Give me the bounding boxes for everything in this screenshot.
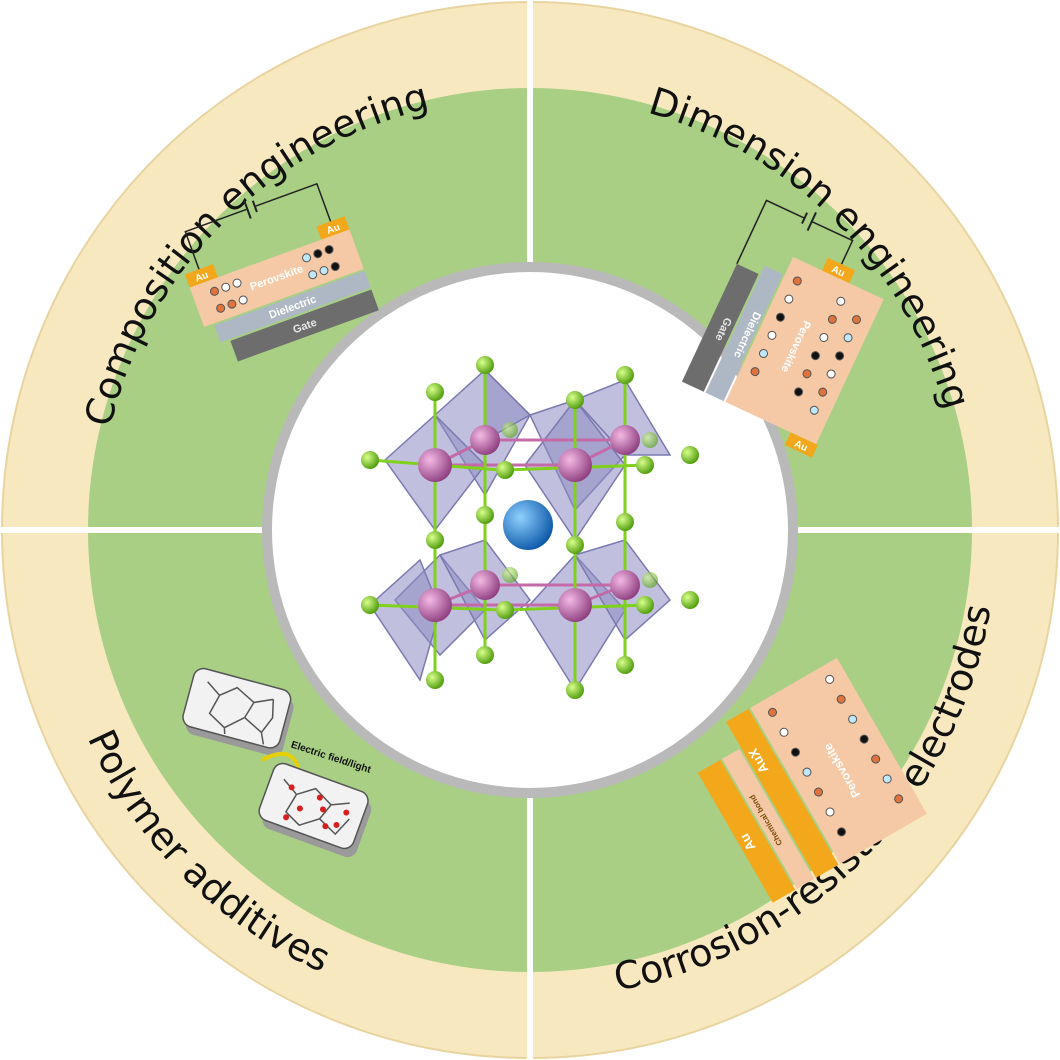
- x-site-atoms: [361, 356, 699, 699]
- grain-film-after: [258, 762, 372, 858]
- au-electrode-left: [184, 264, 218, 288]
- device-dimension: Gate Dielectric Perovskite Au Au: [681, 199, 884, 458]
- au-electrode-right: [316, 216, 350, 240]
- perovskite-layer: [750, 657, 927, 864]
- device-composition: Gate Dielectric Perovskite Au Au: [184, 182, 379, 362]
- aux-electrode-strip: [726, 708, 839, 878]
- device-corrosion: Au Chemical bond AuX Perovskite: [697, 657, 927, 903]
- dielectric-layer: [705, 265, 783, 402]
- chemical-bond-layer: [721, 748, 815, 889]
- a-site-atom: [503, 500, 553, 550]
- svg-text:Au: Au: [194, 270, 210, 285]
- battery-symbol-icon: [801, 212, 817, 232]
- dielectric-layer: [214, 270, 371, 343]
- au-electrode-strip: [697, 759, 796, 903]
- svg-text:Au: Au: [830, 264, 847, 280]
- au-electrode-top: [822, 257, 856, 284]
- ion-dots: [209, 245, 340, 313]
- svg-text:Au: Au: [325, 222, 341, 237]
- perovskite-crystal-structure-icon: [361, 356, 699, 699]
- ion-dots: [750, 276, 862, 415]
- circuit-wire: [736, 199, 854, 265]
- gate-layer: [681, 263, 759, 392]
- b-site-atoms: [418, 425, 640, 622]
- battery-symbol-icon: [242, 199, 258, 219]
- circuit-wire: [184, 182, 332, 270]
- polymer-additives-illustration: Electric field/light: [182, 667, 373, 858]
- ion-dots: [768, 674, 904, 837]
- svg-text:Au: Au: [792, 439, 809, 455]
- grain-film-before: [182, 667, 294, 756]
- au-electrode-bottom: [784, 432, 818, 458]
- gate-layer: [230, 289, 379, 362]
